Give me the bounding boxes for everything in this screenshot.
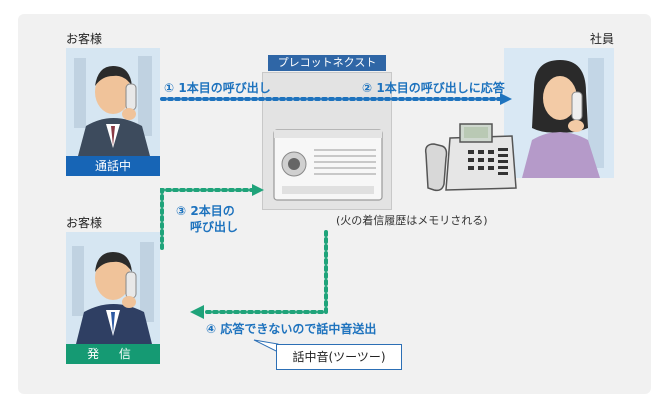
customer-bottom-photo (66, 232, 160, 344)
step3-label-line2: 呼び出し (190, 220, 239, 234)
customer-bottom-label: お客様 (66, 216, 103, 230)
precott-device (272, 128, 384, 202)
step3-label-line1: ③ 2本目の (176, 204, 235, 218)
step4-label: ④ 応答できないので話中音送出 (206, 322, 377, 336)
arrow-step3 (160, 188, 254, 250)
arrow-step4 (202, 230, 328, 314)
status-calling-badge: 発 信 (66, 344, 160, 364)
customer-top-label: お客様 (66, 32, 103, 46)
step1-label: ① 1本目の呼び出し (164, 81, 271, 95)
employee-photo (504, 48, 614, 178)
callout-tail (253, 339, 279, 353)
arrow-head-device (252, 184, 264, 196)
arrow-head-employee (500, 93, 512, 105)
busy-tone-callout: 話中音(ツーツー) (276, 344, 402, 370)
customer-top-photo (66, 48, 160, 156)
status-talking-badge: 通話中 (66, 156, 160, 176)
memory-note: (火の着信履歴はメモリされる) (336, 214, 488, 227)
arrow-head-customer (190, 305, 204, 319)
step2-label: ② 1本目の呼び出しに応答 (362, 81, 505, 95)
employee-label: 社員 (590, 32, 615, 46)
office-phone (420, 118, 520, 198)
device-label: プレコットネクスト (268, 55, 386, 71)
